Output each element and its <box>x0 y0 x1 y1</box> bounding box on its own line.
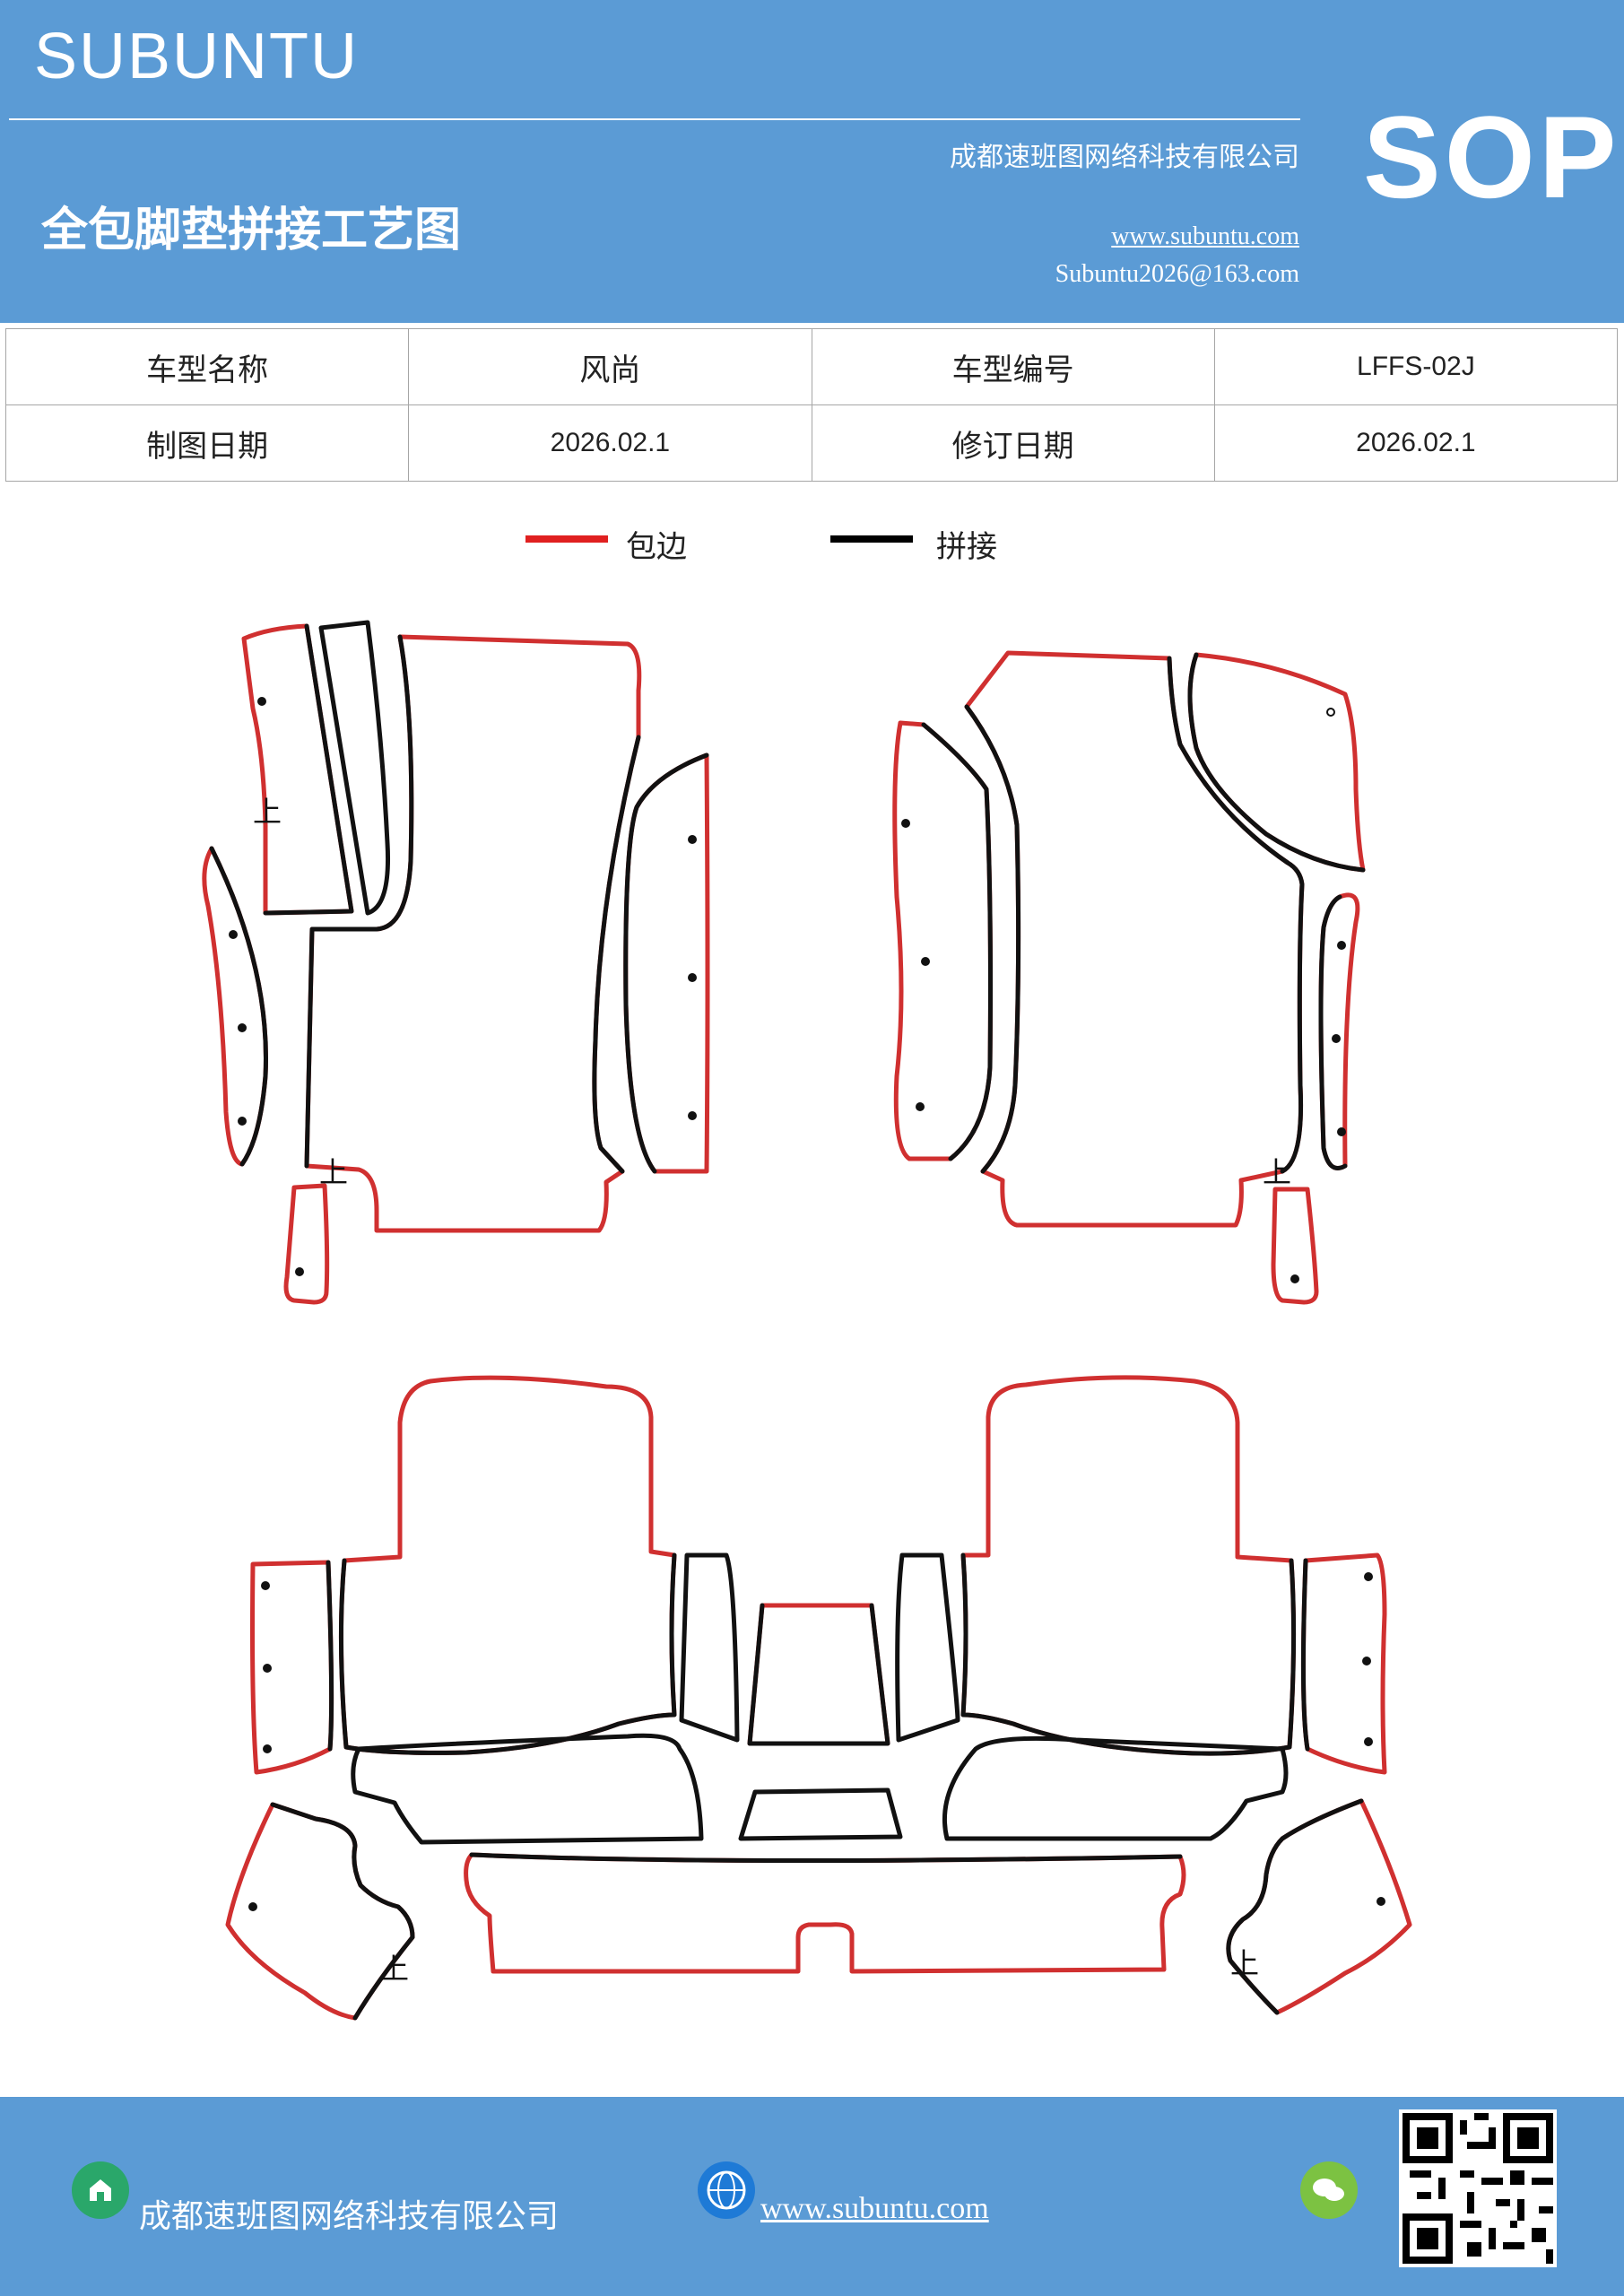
piece-fl-heel-tab <box>283 1183 330 1305</box>
mat-front-left <box>202 620 710 1305</box>
label-cell: 修订日期 <box>811 404 1215 482</box>
seam-fr-main-right <box>1167 656 1305 1174</box>
seam-rear-right-seat <box>960 1552 1297 1756</box>
legend-label-seam: 拼接 <box>936 529 997 565</box>
label-cell: 车型名称 <box>4 328 410 405</box>
up-marker: 上 <box>1230 1946 1259 1980</box>
piece-rear-center-tunnel <box>738 1787 903 1841</box>
seam-fl-rightflap <box>623 752 709 1174</box>
seam-rear-right-corner <box>1226 1798 1364 2015</box>
piece-rear-left-corner <box>225 1802 415 2021</box>
seam-rear-left-side <box>326 1560 334 1752</box>
seam-lines <box>209 623 1366 2021</box>
sop-badge: SOP <box>1363 91 1620 222</box>
piece-rear-left-strip <box>679 1552 740 1743</box>
piece-fr-heel-tab <box>1271 1187 1319 1305</box>
piece-fr-right-flap <box>1318 892 1360 1170</box>
website-link[interactable]: www.subuntu.com <box>1111 222 1299 250</box>
legend-swatch-edge <box>525 535 608 543</box>
seam-rear-right-side <box>1300 1558 1310 1752</box>
seam-fr-rightflap <box>1318 894 1348 1170</box>
piece-fl-left-flap <box>202 846 268 1167</box>
piece-rear-right-strip <box>895 1552 960 1743</box>
seam-rear-back <box>469 1852 1183 1864</box>
vehicle-info-table: 车型名称 风尚 车型编号 LFFS-02J 制图日期 2026.02.1 修订日… <box>4 328 1619 482</box>
piece-fl-side-strip-2 <box>318 620 390 916</box>
table-row: 车型名称 风尚 车型编号 LFFS-02J <box>4 328 1619 405</box>
up-marker: 上 <box>1263 1155 1291 1189</box>
footer-website-link[interactable]: www.subuntu.com <box>760 2192 989 2225</box>
piece-rear-back-strip <box>464 1852 1186 1974</box>
page-title: 全包脚垫拼接工艺图 <box>41 204 462 257</box>
qr-code <box>1399 2109 1557 2267</box>
label-cell: 制图日期 <box>4 404 410 482</box>
value-cell: 风尚 <box>408 328 812 405</box>
up-marker: 上 <box>319 1155 348 1189</box>
footer-company: 成都速班图网络科技有限公司 <box>139 2198 560 2235</box>
value-cell: LFFS-02J <box>1213 328 1619 405</box>
piece-fl-right-flap <box>623 752 710 1174</box>
value-cell: 2026.02.1 <box>1213 404 1619 482</box>
seam-fl-main <box>304 634 414 1169</box>
legend-label-edge: 包边 <box>626 529 687 565</box>
home-icon <box>72 2161 129 2219</box>
piece-fl-side-strip-1 <box>241 623 354 916</box>
piece-rear-right-seat <box>960 1375 1297 1756</box>
brand-name: SUBUNTU <box>34 21 360 92</box>
seam-rear-center <box>747 1603 890 1746</box>
seam-fr-leftflap <box>921 722 993 1161</box>
mat-rear <box>225 1375 1412 2021</box>
seam-rear-left-corner <box>270 1802 415 2021</box>
legend-swatch-seam <box>830 535 913 543</box>
seam-fl-strip1 <box>263 623 354 916</box>
piece-fr-top-flap <box>1187 652 1366 873</box>
piece-fl-main <box>304 634 642 1233</box>
piece-rear-left-tunnel <box>351 1733 704 1845</box>
wechat-icon <box>1300 2161 1358 2219</box>
table-row: 制图日期 2026.02.1 修订日期 2026.02.1 <box>4 404 1619 482</box>
header-banner: SUBUNTU 成都速班图网络科技有限公司 全包脚垫拼接工艺图 www.subu… <box>0 0 1624 323</box>
email-address: Subuntu2026@163.com <box>1055 260 1299 288</box>
seam-fl-right <box>592 735 641 1174</box>
up-markers: 上 上 上 上 上 <box>253 795 1291 1986</box>
seam-rear-left-seat <box>338 1552 677 1755</box>
seam-fr-topflap <box>1187 652 1366 873</box>
legend: 包边 拼接 <box>0 522 1624 567</box>
value-cell: 2026.02.1 <box>408 404 812 482</box>
label-cell: 车型编号 <box>811 328 1215 405</box>
company-name: 成都速班图网络科技有限公司 <box>950 142 1299 173</box>
piece-rear-left-seat <box>338 1375 677 1755</box>
up-marker: 上 <box>253 795 282 829</box>
seam-fl-leftflap <box>209 846 268 1167</box>
seam-fr-main <box>964 704 1021 1174</box>
up-marker: 上 <box>380 1952 409 1986</box>
piece-fr-left-flap <box>892 720 993 1161</box>
globe-icon <box>698 2161 755 2219</box>
mat-front-right <box>892 650 1366 1305</box>
header-divider <box>9 118 1300 120</box>
piece-rear-center <box>747 1603 890 1746</box>
